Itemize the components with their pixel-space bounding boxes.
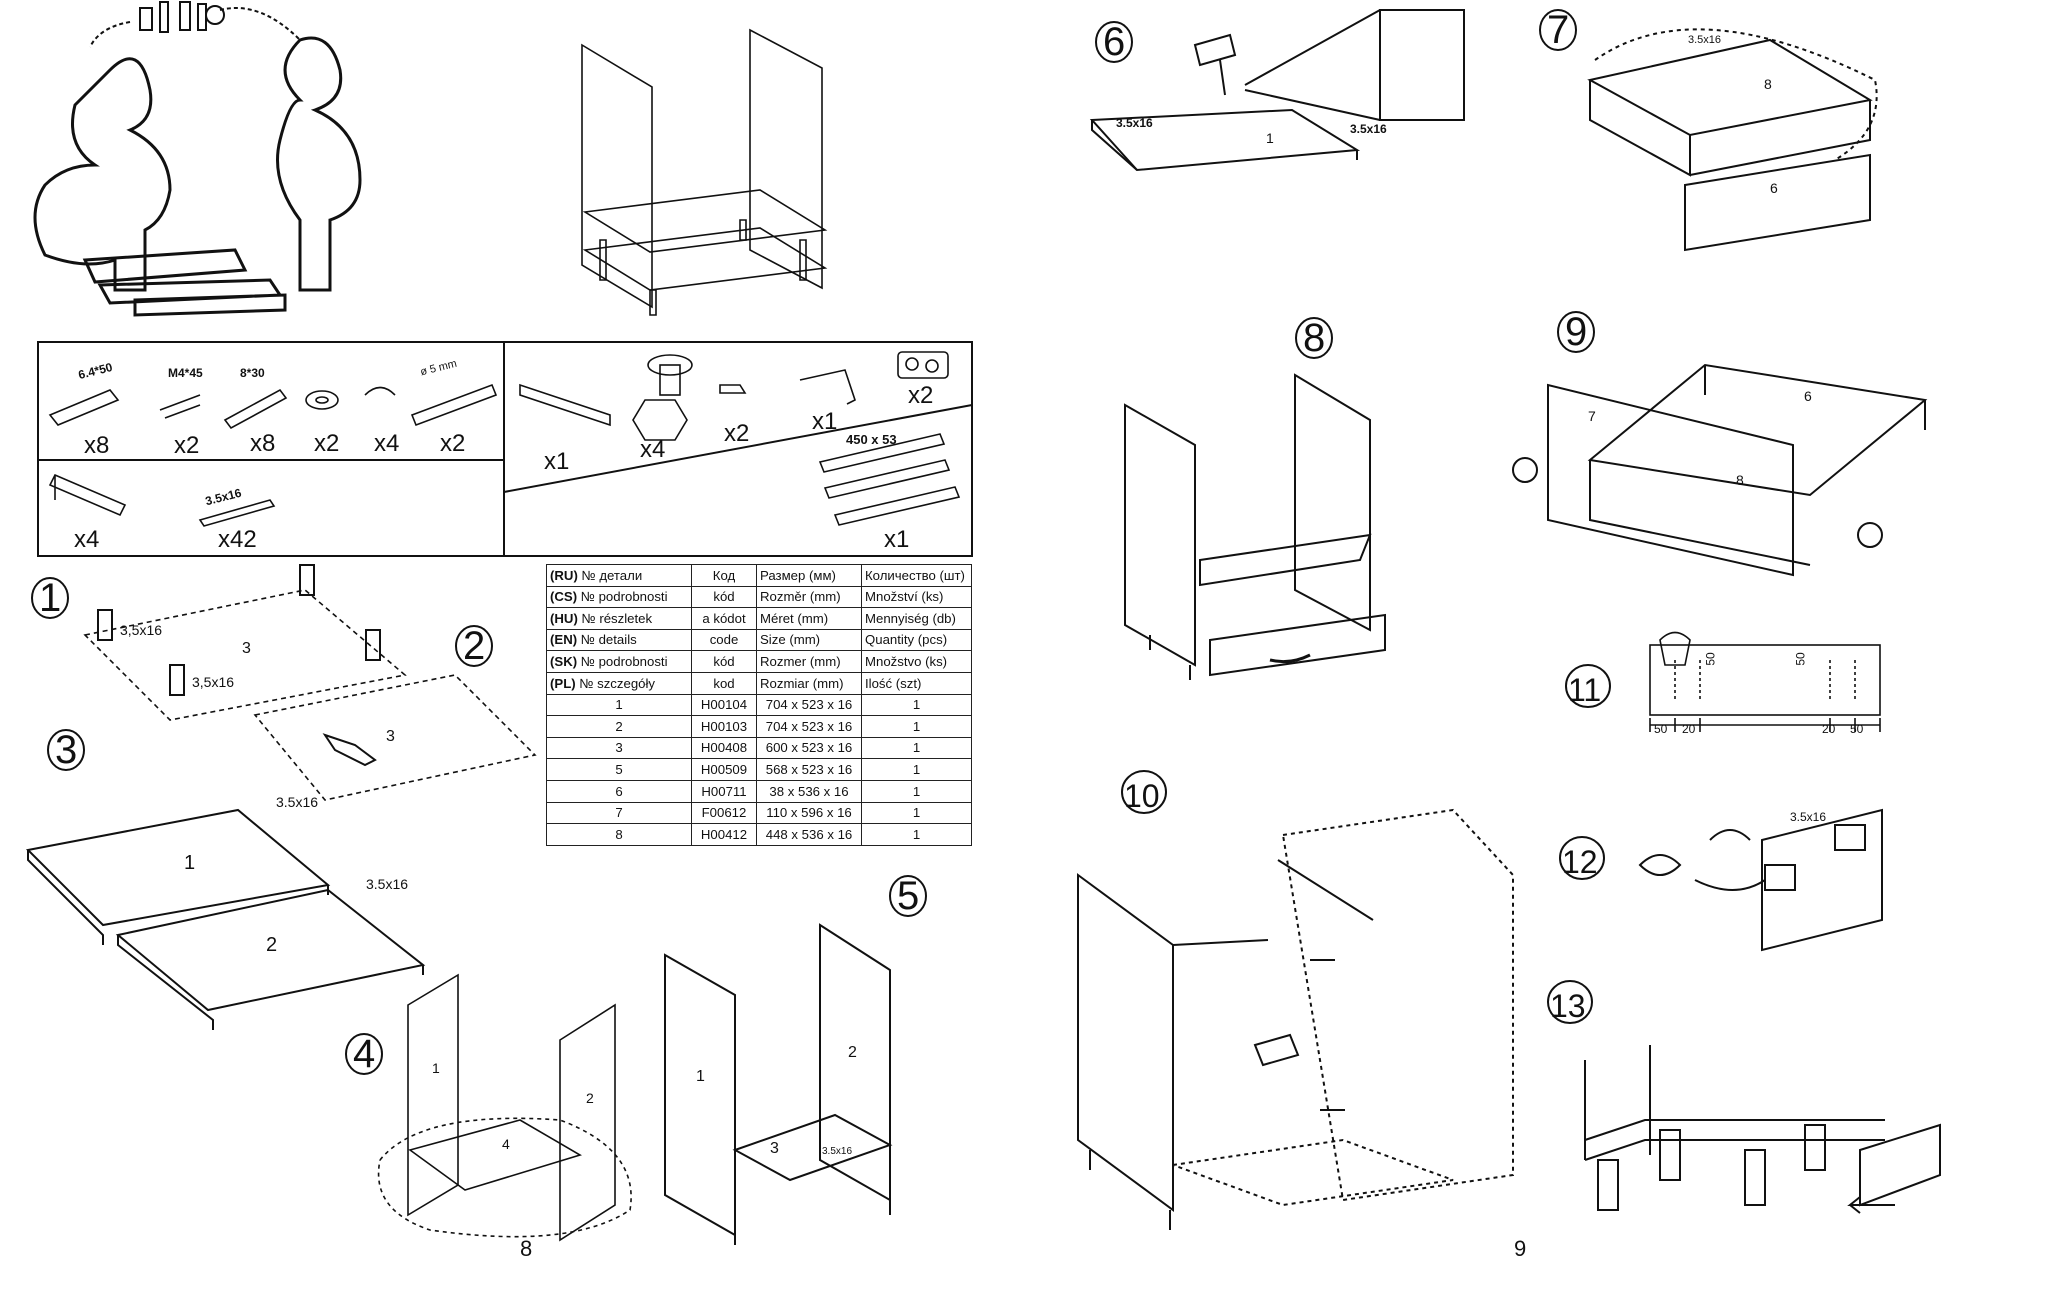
step5-drawing [664, 923, 893, 1245]
panel-label: 1 [696, 1068, 705, 1085]
panel-label: 3 [242, 640, 251, 657]
parts-table-header-row: (RU) № детали Код Размер (мм) Количество… [546, 564, 972, 587]
step6-drawing [1089, 9, 1465, 172]
accessory-size-label: 450 x 53 [846, 432, 897, 447]
page-number-left: 8 [520, 1236, 533, 1261]
step-number-5: 5 [889, 875, 927, 917]
step-number-4: 4 [345, 1033, 383, 1075]
parts-table-row: 2 H00103 704 x 523 x 16 1 [546, 715, 972, 738]
screw-callout: 3.5x16 [276, 794, 319, 810]
hardware-qty: x42 [218, 526, 257, 553]
parts-table-row: 6 H00711 38 x 536 x 16 1 [546, 779, 972, 803]
panel-label: 6 [1770, 180, 1778, 196]
step4-drawing [377, 973, 632, 1242]
hammer-icon [322, 733, 377, 767]
dimension-label: 50 [1850, 722, 1864, 736]
step-number-8: 8 [1295, 317, 1333, 359]
parts-table-row: 1 H00104 704 x 523 x 16 1 [546, 693, 972, 717]
panel-label: 2 [848, 1044, 857, 1061]
step-number-13: 13 [1547, 980, 1593, 1024]
hardware-qty: x2 [314, 430, 340, 457]
step-number-9: 9 [1557, 311, 1595, 353]
step-number-12: 12 [1559, 836, 1605, 880]
panel-label: 3 [386, 728, 395, 745]
hardware-boxes [37, 341, 973, 557]
parts-table-row: 3 H00408 600 x 523 x 16 1 [546, 736, 972, 760]
hardware-qty: x2 [174, 432, 200, 459]
step-number-11: 11 [1565, 664, 1611, 708]
panel-label: 1 [432, 1060, 440, 1076]
hardware-size-label: M4*45 [168, 366, 203, 380]
two-people-illustration [33, 36, 362, 317]
step10-drawing [1077, 808, 1514, 1230]
screw-callout: 3.5x16 [366, 876, 409, 892]
accessory-qty: x1 [884, 526, 910, 553]
step9-drawing [1512, 363, 1928, 577]
hardware-sketches [48, 351, 961, 527]
panel-label: 2 [586, 1090, 594, 1106]
tools-icon [89, 1, 301, 48]
parts-table-header-row: (SK) № podrobnosti kód Rozmer (mm) Množs… [546, 650, 972, 673]
panel-label: 8 [1736, 472, 1744, 488]
parts-table-header-row: (CS) № podrobnosti kód Rozměr (mm) Množs… [546, 585, 972, 609]
dimension-label: 50 [1793, 652, 1808, 666]
step1-drawing [83, 589, 407, 721]
dimension-label: 50 [1654, 722, 1668, 736]
hardware-qty: x4 [374, 430, 400, 457]
screw-callout: 3.5x16 [1790, 810, 1827, 824]
dimension-label: 20 [1682, 722, 1696, 736]
parts-table-header-row: (EN) № details code Size (mm) Quantity (… [546, 628, 972, 652]
step-number-2: 2 [455, 625, 493, 667]
screw-callout: 3,5x16 [192, 674, 235, 690]
hardware-qty: x8 [84, 432, 110, 459]
panel-label: 4 [502, 1136, 510, 1152]
panel-label: 6 [1804, 388, 1812, 404]
hardware-size-label: 8*30 [240, 366, 265, 380]
step-number-7: 7 [1539, 9, 1577, 51]
parts-table-row: 5 H00509 568 x 523 x 16 1 [546, 758, 972, 781]
page-number-right: 9 [1514, 1236, 1527, 1261]
accessory-qty: x1 [812, 408, 838, 435]
step8-drawing [1124, 373, 1386, 680]
hardware-qty: x2 [440, 430, 466, 457]
dimension-label: 20 [1822, 722, 1836, 736]
dimension-label: 50 [1703, 652, 1718, 666]
screw-callout: 3.5x16 [822, 1146, 853, 1157]
hardware-qty: x4 [74, 526, 100, 553]
panel-label: 1 [184, 852, 196, 874]
step2-drawing [253, 674, 537, 801]
panel-label: 2 [266, 934, 278, 956]
step3-drawing [25, 808, 426, 1030]
panel-label: 3 [770, 1140, 779, 1157]
screw-callout: 3,5x16 [120, 622, 163, 638]
cabinet-frame-drawing [581, 28, 828, 316]
parts-table: (RU) № детали Код Размер (мм) Количество… [546, 564, 972, 846]
step12-drawing [1638, 808, 1883, 952]
step-number-1: 1 [31, 577, 69, 619]
parts-table-row: 7 F00612 110 x 596 x 16 1 [546, 801, 972, 825]
accessory-qty: x2 [724, 420, 750, 447]
step13-drawing [1584, 1045, 1941, 1214]
screw-callout: 3.5x16 [1688, 34, 1722, 46]
parts-table-header-row: (HU) № részletek a kódot Méret (mm) Menn… [546, 607, 972, 630]
accessory-qty: x1 [544, 448, 570, 475]
screw-callout: 3.5x16 [1116, 116, 1153, 130]
step-number-10: 10 [1121, 770, 1167, 814]
step7-drawing [1587, 28, 1878, 252]
screw-callout: 3.5x16 [1350, 122, 1387, 136]
panel-label: 1 [1266, 130, 1274, 146]
step11-drawing [1649, 631, 1881, 732]
hardware-qty: x8 [250, 430, 276, 457]
step-number-6: 6 [1095, 21, 1133, 63]
accessory-qty: x4 [640, 436, 666, 463]
parts-table-header-row: (PL) № szczegóły kod Rozmiar (mm) Ilość … [546, 671, 972, 695]
panel-label: 7 [1588, 408, 1596, 424]
step1-feet [97, 564, 381, 696]
step-number-3: 3 [47, 729, 85, 771]
accessory-qty: x2 [908, 382, 934, 409]
panel-label: 8 [1764, 76, 1772, 92]
parts-table-row: 8 H00412 448 x 536 x 16 1 [546, 823, 972, 846]
